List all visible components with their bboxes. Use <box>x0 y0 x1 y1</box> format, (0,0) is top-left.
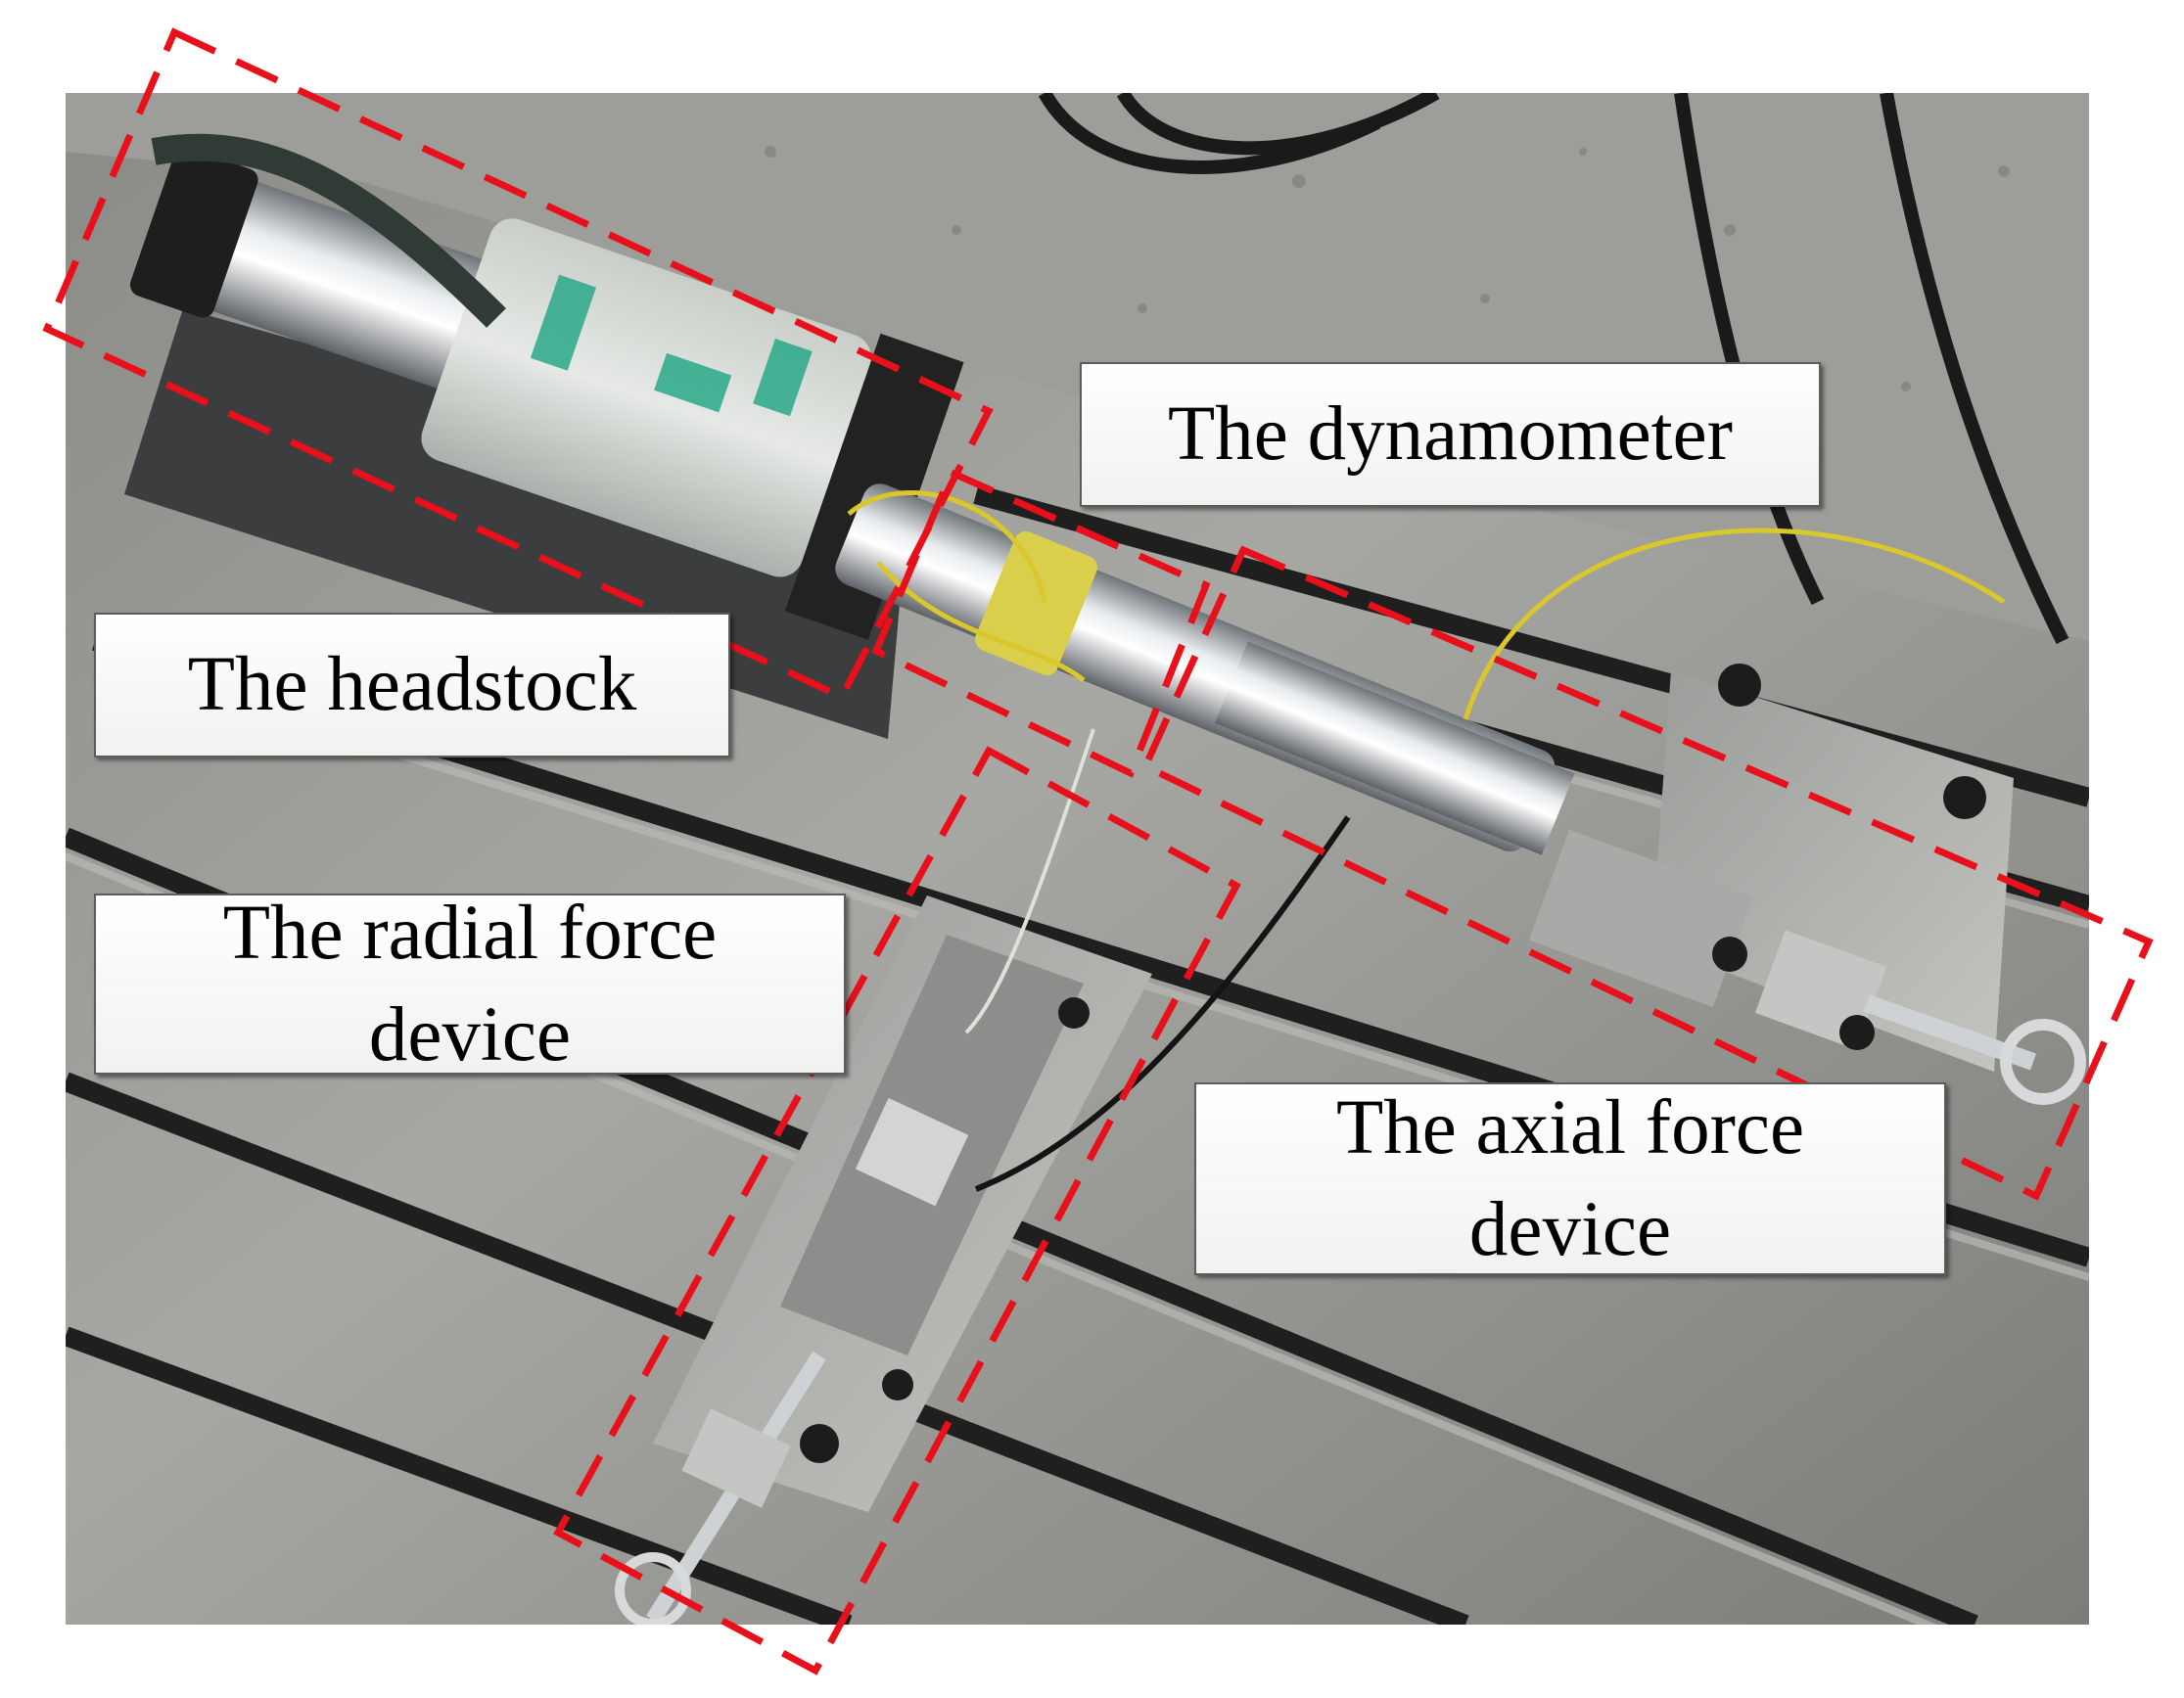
headstock-label-text: The headstock <box>187 642 637 727</box>
dynamometer-label-text: The dynamometer <box>1168 391 1733 477</box>
axial-label-line-1: The axial force <box>1335 1084 1805 1170</box>
radial-label-line-1: The radial force <box>222 890 718 976</box>
axial-force-device-label: The axial force device <box>1194 1082 1946 1275</box>
radial-label-line-2: device <box>368 991 572 1078</box>
axial-label-line-2: device <box>1468 1186 1672 1272</box>
radial-force-device-label: The radial force device <box>94 891 846 1078</box>
dynamometer-label: The dynamometer <box>1080 362 1821 507</box>
headstock-label: The headstock <box>94 613 730 757</box>
test-rig-photo <box>66 93 2089 1625</box>
